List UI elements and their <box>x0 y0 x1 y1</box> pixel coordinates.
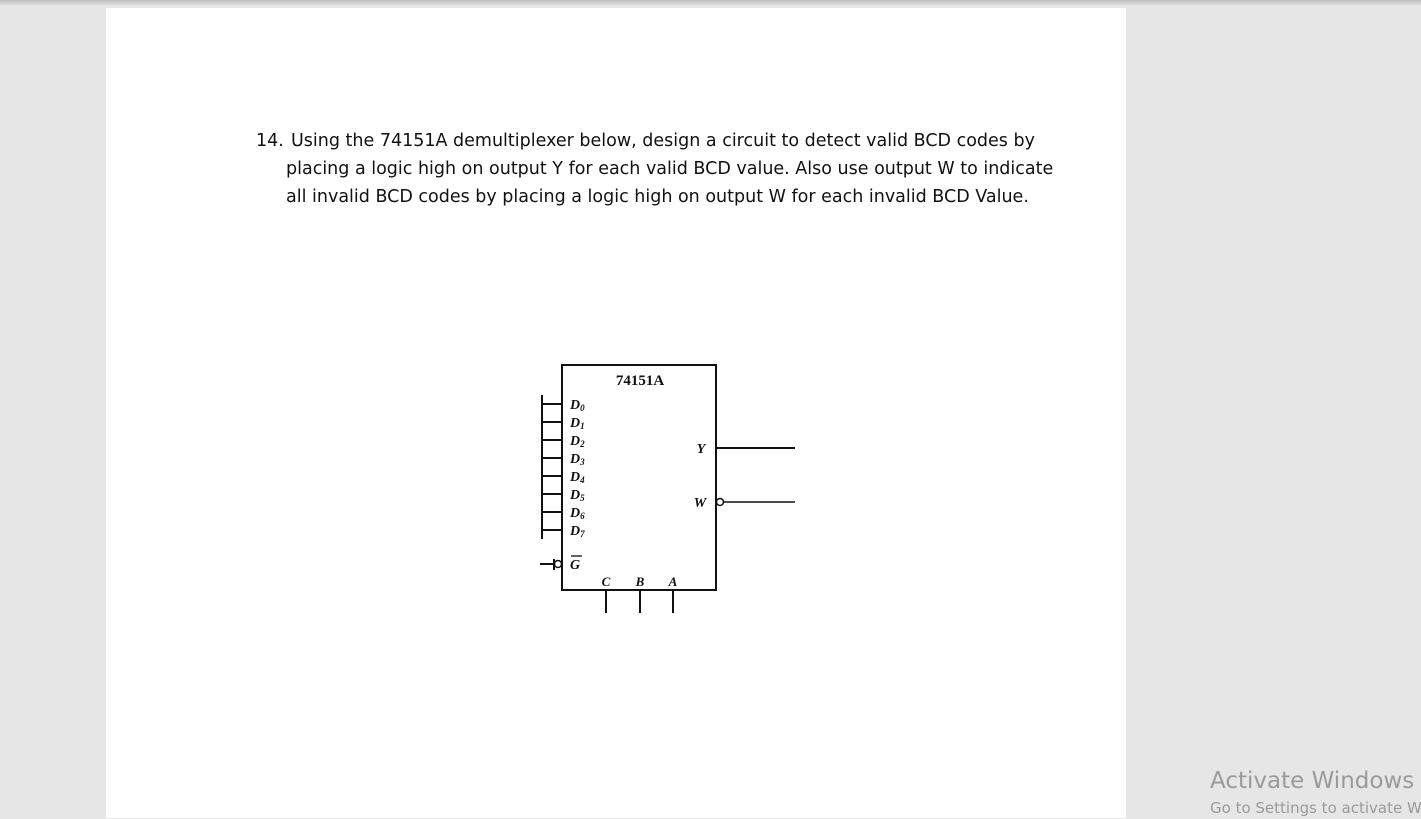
label-select-b: B <box>635 574 645 589</box>
label-d7: D7 <box>569 524 585 539</box>
enable-bubble <box>553 559 563 569</box>
select-pins <box>605 590 674 613</box>
label-select-a: A <box>668 574 678 589</box>
label-enable: G <box>570 558 580 573</box>
label-d2: D2 <box>569 434 585 449</box>
mux-74151a-diagram: 74151A D0 D1 D2 D3 D4 D5 <box>540 364 795 613</box>
chip-label: 74151A <box>616 373 665 389</box>
label-d0: D0 <box>569 398 585 413</box>
label-d1: D1 <box>569 416 585 431</box>
watermark-subtitle: Go to Settings to activate Windows. <box>1210 799 1421 817</box>
watermark-title: Activate Windows <box>1210 768 1415 794</box>
label-d3: D3 <box>569 452 585 467</box>
output-w-bubble <box>715 497 725 507</box>
question-14: 14. Using the 74151A demultiplexer below… <box>256 127 1054 211</box>
label-d6: D6 <box>569 506 585 521</box>
question-line-1: Using the 74151A demultiplexer below, de… <box>291 131 1035 151</box>
window-top-edge <box>0 0 1421 6</box>
question-line-2: placing a logic high on output Y for eac… <box>286 159 1054 179</box>
question-number: 14. <box>256 131 284 151</box>
label-select-c: C <box>602 574 611 589</box>
label-d5: D5 <box>569 488 585 503</box>
chip-body <box>561 364 717 591</box>
label-output-w: W <box>694 496 708 511</box>
label-output-y: Y <box>697 442 707 457</box>
question-line-3: all invalid BCD codes by placing a logic… <box>286 187 1029 207</box>
label-d4: D4 <box>569 470 585 485</box>
document-page: 14. Using the 74151A demultiplexer below… <box>106 8 1126 818</box>
data-input-pins <box>541 395 562 539</box>
activate-windows-watermark: Activate Windows Go to Settings to activ… <box>1210 765 1421 819</box>
